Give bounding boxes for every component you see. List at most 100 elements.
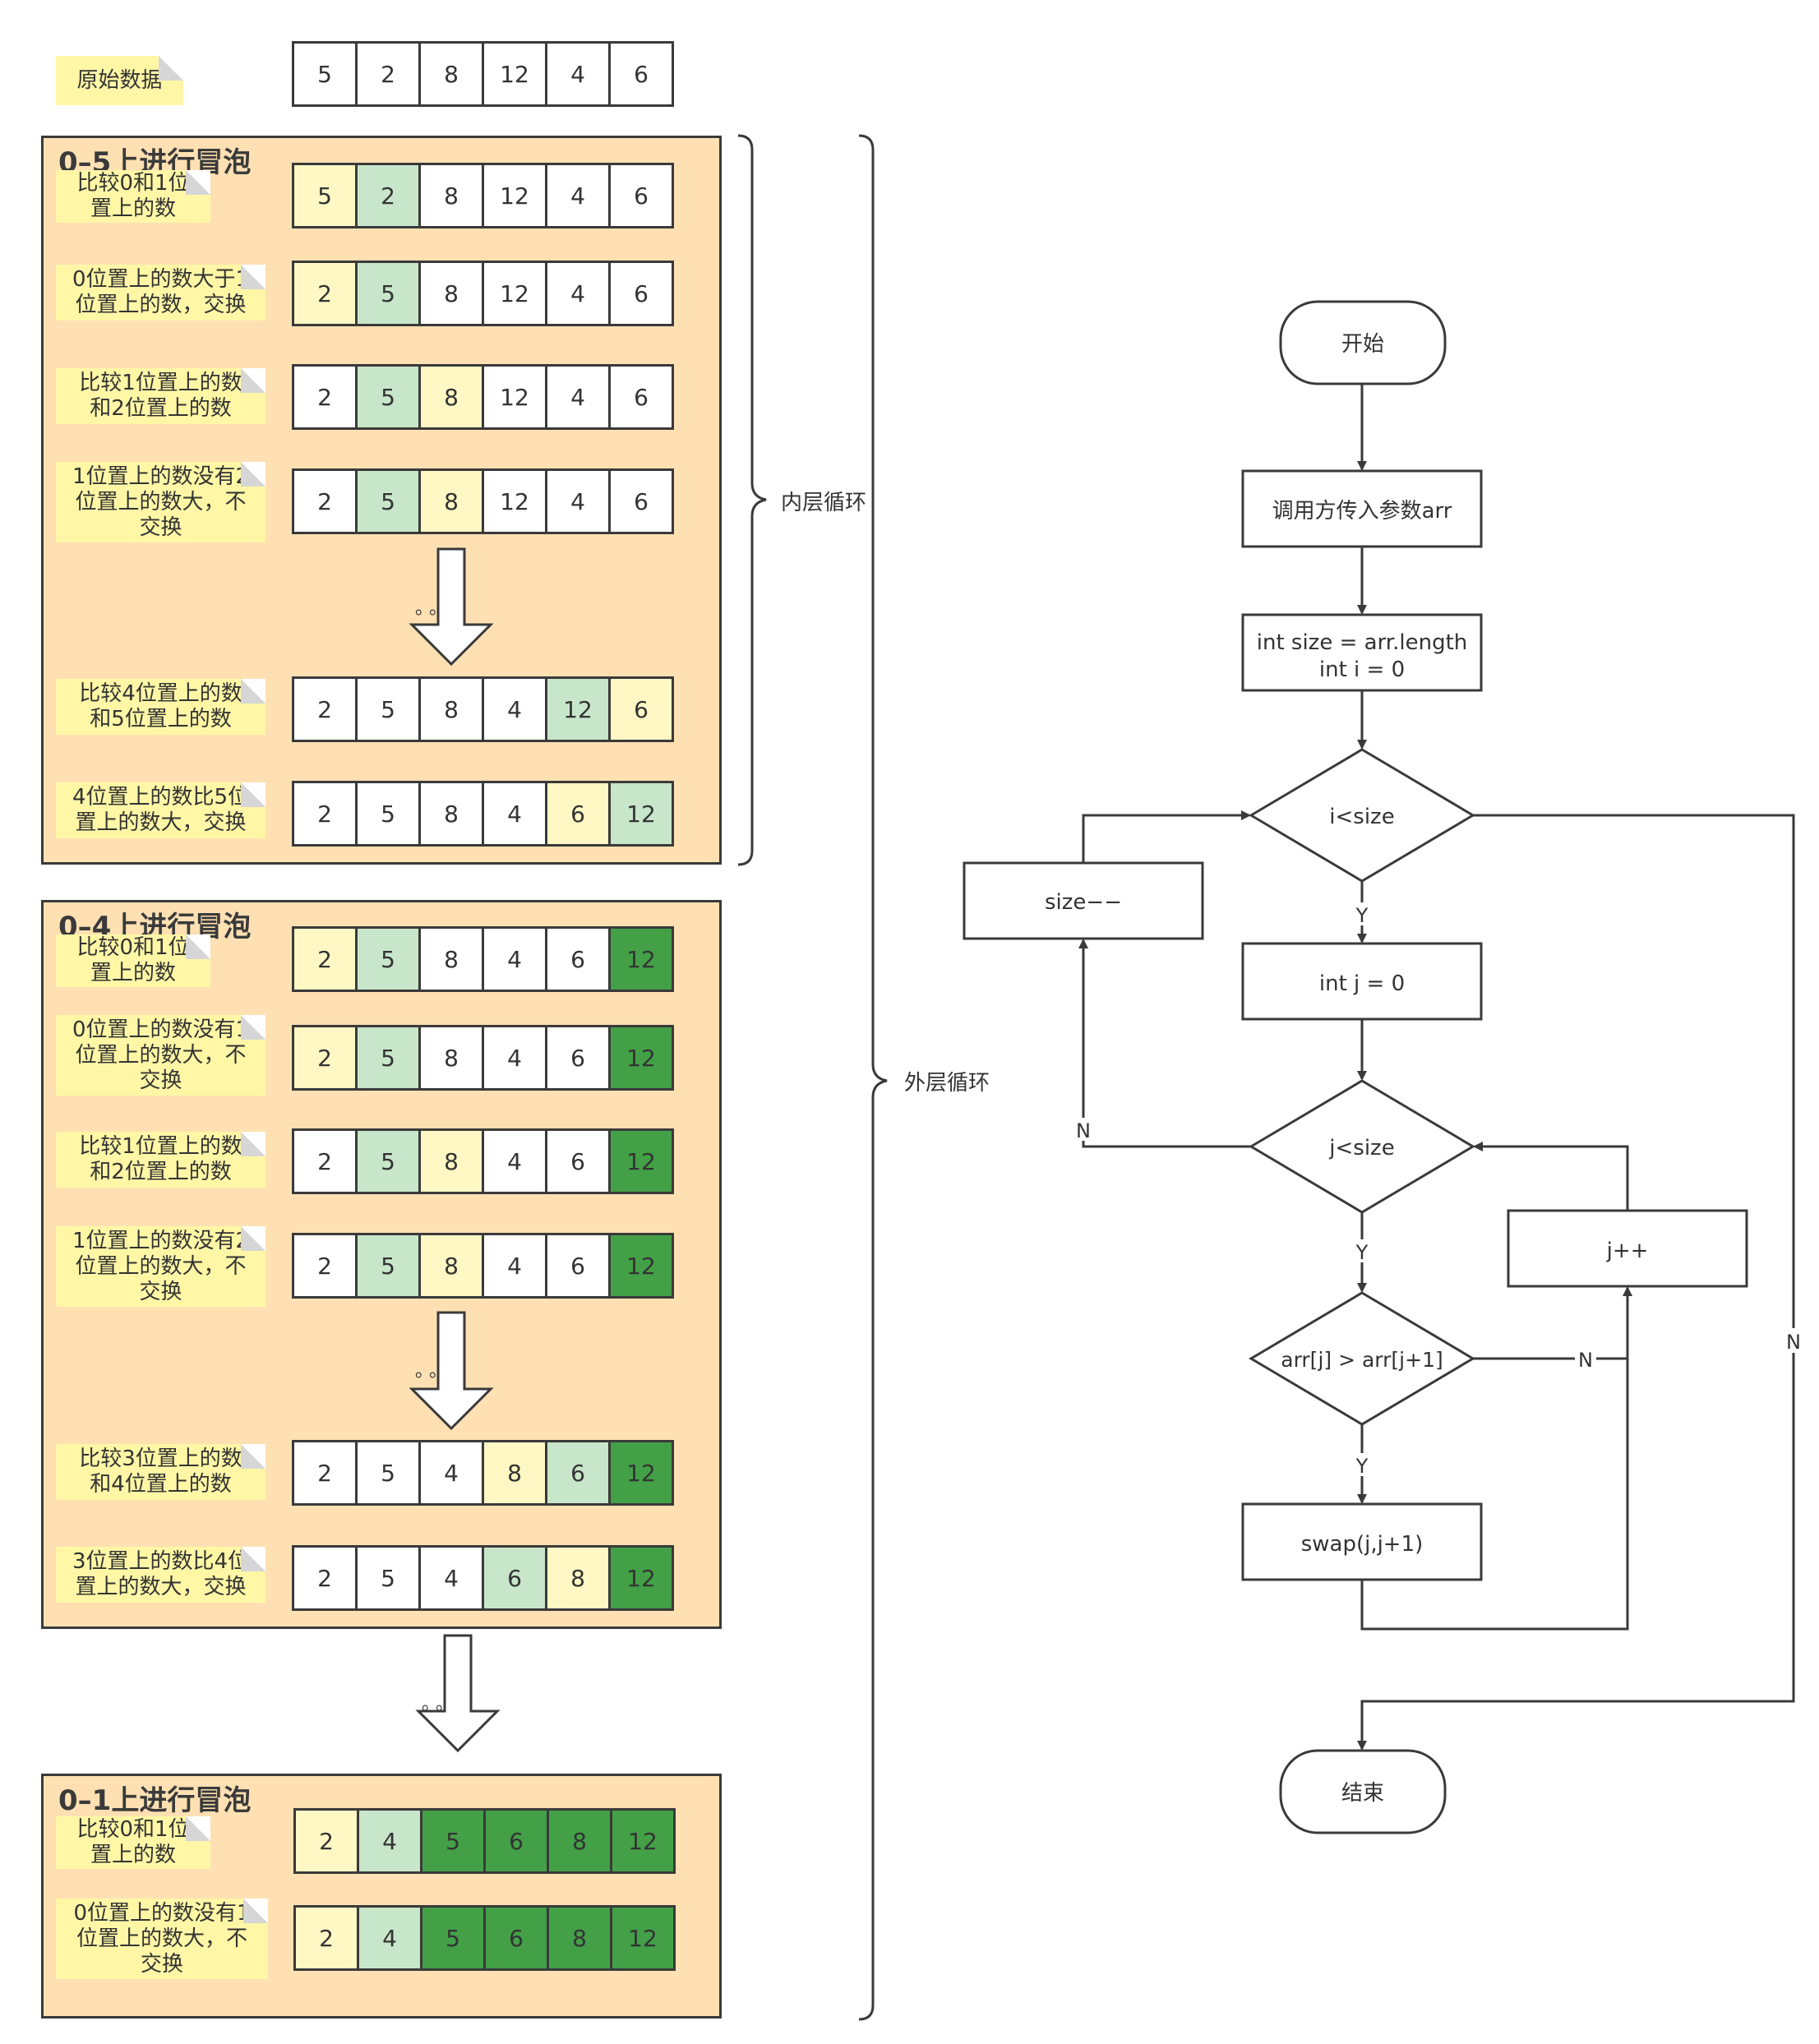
array-cell: 6 (608, 41, 674, 107)
array-cell: 6 (608, 163, 674, 228)
step-note: 1位置上的数没有2 位置上的数大，不 交换 (56, 462, 265, 542)
array-cell: 12 (482, 364, 547, 430)
array-cell: 12 (608, 926, 674, 992)
array-cell: 5 (355, 1025, 421, 1091)
array-cell: 6 (483, 1808, 549, 1874)
array-cell: 6 (545, 1128, 611, 1194)
array-cell: 8 (418, 163, 484, 228)
array-cell: 4 (482, 1025, 547, 1091)
array-cell: 2 (292, 1128, 358, 1194)
step-label: 比较4位置上的数 和5位置上的数 (79, 681, 242, 731)
array-cell: 12 (608, 1440, 674, 1506)
array-cell: 6 (608, 676, 674, 742)
label-bg (1352, 902, 1372, 925)
array-cell: 8 (418, 1233, 484, 1299)
label-bg (1575, 1348, 1596, 1371)
connector (1357, 814, 1795, 1751)
array-cell: 8 (418, 364, 484, 430)
array-cell: 2 (355, 163, 421, 228)
step-note: 比较3位置上的数 和4位置上的数 (56, 1444, 265, 1500)
init-text-line1: int size = arr.length (1257, 630, 1468, 655)
no-label: N (1578, 1349, 1593, 1372)
array-cell: 5 (420, 1808, 486, 1874)
array-cell: 4 (482, 676, 547, 742)
step-note: 比较0和1位 置上的数 (56, 170, 210, 223)
size-dec-text: size−− (1045, 890, 1122, 915)
panel-title: 0–1上进行冒泡 (58, 1784, 252, 1817)
array-cell: 12 (482, 163, 547, 228)
array-cell: 12 (610, 1905, 676, 1971)
connector (1473, 1142, 1629, 1211)
step-note: 0位置上的数没有1 位置上的数大，不 交换 (56, 1899, 268, 1979)
step-label: 比较1位置上的数 和2位置上的数 (79, 371, 242, 421)
step-label: 3位置上的数比4位 置上的数大，交换 (72, 1549, 250, 1599)
array-cell: 4 (482, 1128, 547, 1194)
array-cell: 5 (355, 1128, 421, 1194)
no-label: N (1076, 1119, 1091, 1142)
connector (1082, 810, 1251, 863)
step-note: 比较4位置上的数 和5位置上的数 (56, 679, 265, 735)
array-cell: 4 (545, 468, 611, 534)
array-cell: 8 (547, 1905, 612, 1971)
step-note: 3位置上的数比4位 置上的数大，交换 (56, 1547, 265, 1603)
step-note: 4位置上的数比5位 置上的数大，交换 (56, 782, 265, 838)
array-cell: 2 (292, 364, 358, 430)
step-note: 比较0和1位 置上的数 (56, 1816, 210, 1869)
yes-label: Y (1355, 1241, 1369, 1264)
array-cell: 6 (545, 1025, 611, 1091)
step-note: 比较0和1位 置上的数 (56, 934, 210, 987)
step-note: 比较1位置上的数 和2位置上的数 (56, 368, 265, 424)
array-cell: 5 (292, 41, 358, 107)
j-inc-text: j++ (1606, 1239, 1649, 1263)
call-text: 调用方传入参数arr (1272, 499, 1452, 524)
original-data-label: 原始数据 (76, 67, 163, 93)
array-cell: 8 (418, 926, 484, 992)
yes-label: Y (1355, 904, 1369, 927)
array-cell: 5 (355, 364, 421, 430)
step-note: 0位置上的数没有1 位置上的数大，不 交换 (56, 1015, 265, 1096)
array-cell: 4 (545, 261, 611, 326)
array-cell: 12 (608, 1025, 674, 1091)
step-label: 4位置上的数比5位 置上的数大，交换 (72, 785, 250, 835)
array-cell: 4 (357, 1808, 422, 1874)
array-cell: 2 (293, 1808, 359, 1874)
size-dec-box (963, 861, 1204, 940)
array-cell: 2 (292, 1025, 358, 1091)
array-cell: 12 (608, 1545, 674, 1611)
label-bg (1073, 1118, 1093, 1141)
array-cell: 5 (355, 1440, 421, 1506)
step-note: 比较1位置上的数 和2位置上的数 (56, 1132, 265, 1188)
step-label: 0位置上的数没有1 位置上的数大，不 交换 (72, 1017, 250, 1093)
array-cell: 5 (420, 1905, 486, 1971)
start-text: 开始 (1341, 332, 1384, 357)
array-cell: 6 (608, 468, 674, 534)
array-cell: 12 (545, 676, 611, 742)
compare-text: arr[j] > arr[j+1] (1281, 1348, 1443, 1372)
cond-i-text: i<size (1329, 805, 1394, 829)
init-text-line2: int i = 0 (1319, 657, 1405, 682)
label-bg (1352, 1239, 1372, 1262)
end-text: 结束 (1341, 1781, 1384, 1806)
yes-label: Y (1355, 1455, 1369, 1478)
array-cell: 5 (355, 926, 421, 992)
step-label: 比较3位置上的数 和4位置上的数 (79, 1446, 242, 1497)
down-arrow-icon (409, 547, 494, 667)
down-arrow-icon (415, 1634, 501, 1753)
step-label: 1位置上的数没有2 位置上的数大，不 交换 (72, 464, 250, 540)
step-label: 1位置上的数没有2 位置上的数大，不 交换 (72, 1228, 250, 1304)
array-cell: 8 (547, 1808, 612, 1874)
step-label: 0位置上的数没有1 位置上的数大，不 交换 (73, 1900, 251, 1977)
array-cell: 12 (608, 1233, 674, 1299)
array-cell: 2 (292, 926, 358, 992)
outer-loop-label: 外层循环 (904, 1071, 990, 1096)
